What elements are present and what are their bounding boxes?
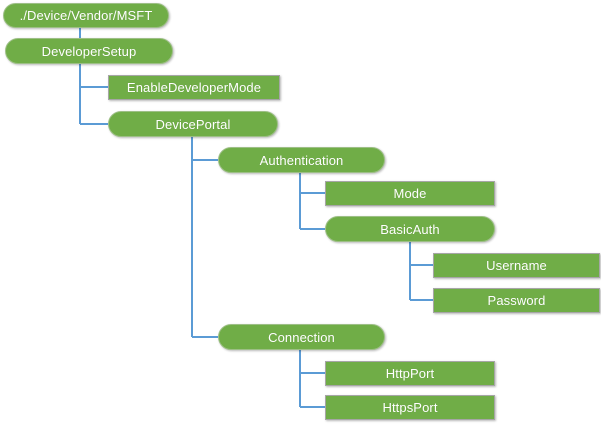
tree-node-label: ./Device/Vendor/MSFT bbox=[19, 8, 153, 23]
tree-node-httpsport[interactable]: HttpsPort bbox=[325, 395, 495, 420]
tree-node-connection[interactable]: Connection bbox=[218, 324, 385, 350]
tree-node-auth[interactable]: Authentication bbox=[218, 147, 385, 173]
tree-node-label: Authentication bbox=[259, 152, 344, 168]
tree-node-label: HttpsPort bbox=[382, 400, 438, 415]
tree-node-root[interactable]: ./Device/Vendor/MSFT bbox=[3, 3, 169, 28]
tree-node-label: Password bbox=[487, 293, 546, 308]
tree-node-label: HttpPort bbox=[385, 366, 435, 381]
tree-node-label: Mode bbox=[393, 186, 427, 201]
tree-node-httpport[interactable]: HttpPort bbox=[325, 361, 495, 386]
tree-node-mode[interactable]: Mode bbox=[325, 181, 495, 206]
tree-node-devsetup[interactable]: DeveloperSetup bbox=[5, 38, 173, 64]
tree-node-label: Connection bbox=[268, 329, 335, 345]
tree-node-label: DevicePortal bbox=[155, 116, 231, 132]
tree-node-label: Username bbox=[486, 258, 547, 273]
tree-node-basicauth[interactable]: BasicAuth bbox=[325, 216, 495, 242]
tree-node-devportal[interactable]: DevicePortal bbox=[108, 111, 278, 137]
tree-node-username[interactable]: Username bbox=[433, 253, 600, 278]
tree-node-label: DeveloperSetup bbox=[41, 43, 137, 59]
tree-node-password[interactable]: Password bbox=[433, 288, 600, 313]
tree-node-label: BasicAuth bbox=[380, 221, 440, 237]
tree-node-enabledev[interactable]: EnableDeveloperMode bbox=[108, 75, 280, 100]
tree-node-label: EnableDeveloperMode bbox=[126, 80, 262, 95]
